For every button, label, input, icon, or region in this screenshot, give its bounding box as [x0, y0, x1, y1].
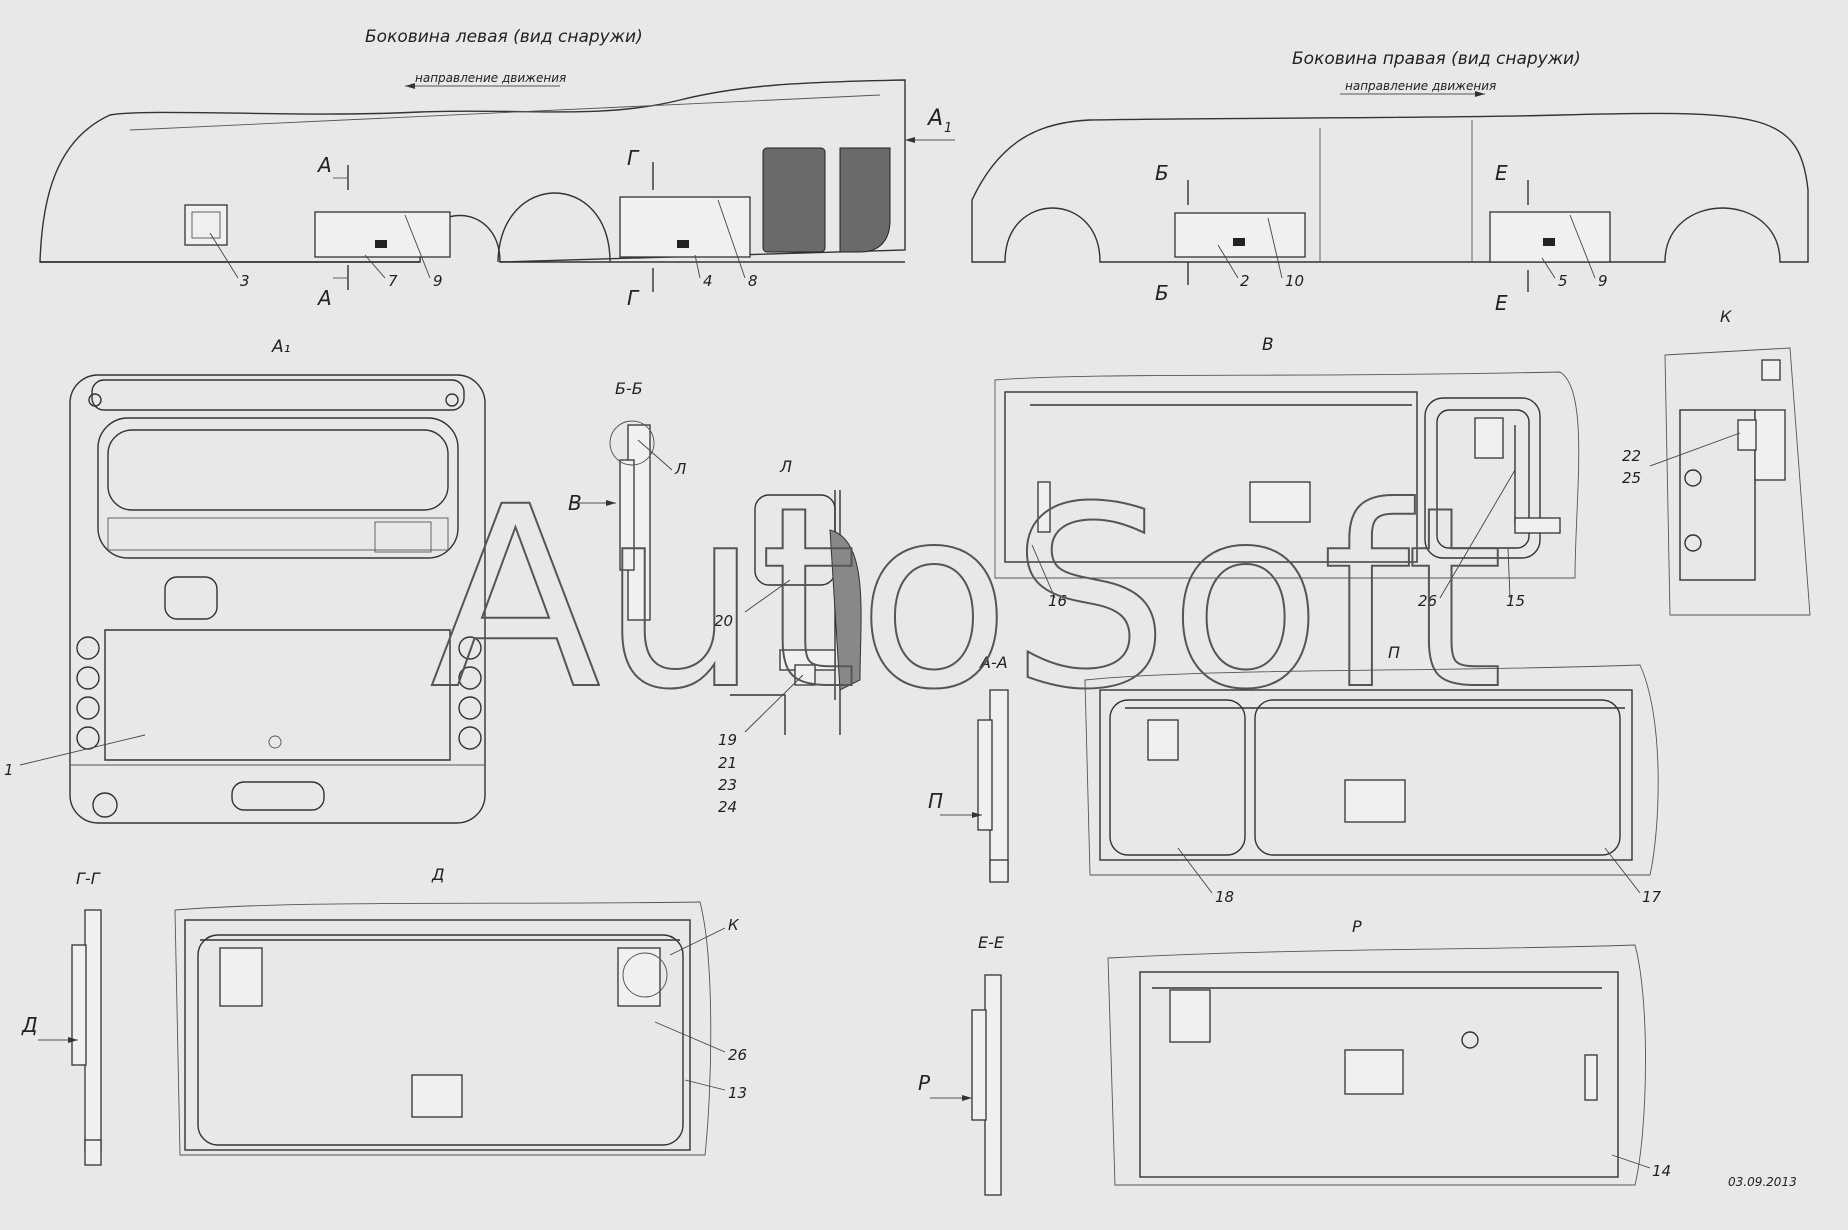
callout-13: 13: [728, 1084, 747, 1102]
svg-text:Л: Л: [779, 457, 792, 476]
callout-9: 9: [1598, 272, 1608, 290]
svg-text:В: В: [568, 491, 582, 515]
svg-text:Д: Д: [21, 1013, 38, 1037]
detail-v: В: [994, 335, 1580, 579]
section-ee: Е-Е Р: [918, 933, 1005, 1196]
section-gg: Г-Г Д: [21, 869, 102, 1166]
svg-text:Р: Р: [1352, 917, 1362, 936]
svg-text:А: А: [316, 286, 332, 310]
right-side-view: Боковина правая (вид снаружи) направлени…: [971, 49, 1809, 315]
watermark: AutoSoft: [430, 453, 1504, 744]
callout-10-right: 10: [1285, 272, 1304, 290]
svg-text:Е: Е: [1495, 291, 1508, 315]
svg-text:Б: Б: [1155, 281, 1169, 305]
svg-text:К: К: [1720, 307, 1732, 326]
rear-view-a1: А₁: [69, 337, 486, 824]
svg-text:А: А: [926, 106, 943, 131]
svg-text:А₁: А₁: [271, 337, 290, 357]
svg-text:Р: Р: [918, 1071, 931, 1095]
drawing-date: 03.09.2013: [1728, 1175, 1797, 1189]
svg-text:П: П: [928, 789, 943, 813]
callout-3: 3: [240, 272, 250, 290]
callout-10-left: 9: [433, 272, 443, 290]
callout-16: 14: [1652, 1162, 1671, 1180]
callout-20: 20: [714, 612, 733, 630]
tail-lights-left: [76, 636, 100, 750]
callout-23: 23: [718, 776, 737, 794]
svg-text:А: А: [316, 153, 332, 177]
callout-15: 16: [1048, 592, 1067, 610]
section-bb: Б-Б В: [568, 379, 655, 621]
callout-1: 1: [4, 761, 14, 779]
svg-text:Г: Г: [627, 286, 640, 310]
detail-l: Л: [730, 457, 862, 735]
detail-k: К: [1664, 307, 1811, 616]
left-direction-label: направление движения: [415, 71, 566, 85]
callouts: 3 7 9 4 8 2 10 5 9 1 16 26 15 22 25 20 1…: [4, 199, 1741, 1180]
callout-k: К: [728, 916, 740, 934]
callout-17: 17: [1642, 888, 1662, 906]
svg-text:А-А: А-А: [979, 653, 1008, 672]
callout-8: 8: [748, 272, 758, 290]
callout-4: 4: [703, 272, 713, 290]
svg-text:Б-Б: Б-Б: [615, 379, 643, 398]
callout-24: 24: [718, 798, 737, 816]
detail-p: П: [1084, 643, 1659, 876]
callout-19: 19: [718, 731, 737, 749]
callout-25: 25: [1622, 469, 1641, 487]
svg-text:П: П: [1388, 643, 1400, 662]
callout-14: 15: [1506, 592, 1525, 610]
svg-text:Е: Е: [1495, 161, 1508, 185]
callout-26-top: 26: [1418, 592, 1437, 610]
svg-text:Д: Д: [431, 865, 445, 884]
left-side-view: Боковина левая (вид снаружи) направление…: [39, 27, 906, 263]
svg-text:Б: Б: [1155, 161, 1169, 185]
tail-lights-right: [458, 636, 482, 750]
callout-2: 2: [1240, 272, 1250, 290]
detail-d: Д: [174, 865, 712, 1156]
callout-22: 22: [1622, 447, 1641, 465]
detail-r: Р: [1107, 917, 1646, 1186]
callout-5: 5: [1558, 272, 1568, 290]
svg-text:1: 1: [944, 121, 952, 136]
svg-text:Г-Г: Г-Г: [76, 869, 101, 888]
right-direction-label: направление движения: [1345, 79, 1496, 93]
callout-21: 21: [718, 754, 737, 772]
svg-text:В: В: [1262, 335, 1274, 355]
left-side-title: Боковина левая (вид снаружи): [365, 27, 643, 47]
svg-text:Е-Е: Е-Е: [978, 933, 1005, 952]
left-section-markers: А А Г Г А 1: [316, 106, 955, 310]
callout-26-bottom: 26: [728, 1046, 747, 1064]
svg-text:Г: Г: [627, 146, 640, 170]
section-aa: А-А П: [928, 653, 1009, 883]
right-side-title: Боковина правая (вид снаружи): [1292, 49, 1581, 69]
callout-18: 18: [1215, 888, 1234, 906]
callout-l: Л: [674, 460, 686, 478]
callout-7: 7: [388, 272, 398, 290]
